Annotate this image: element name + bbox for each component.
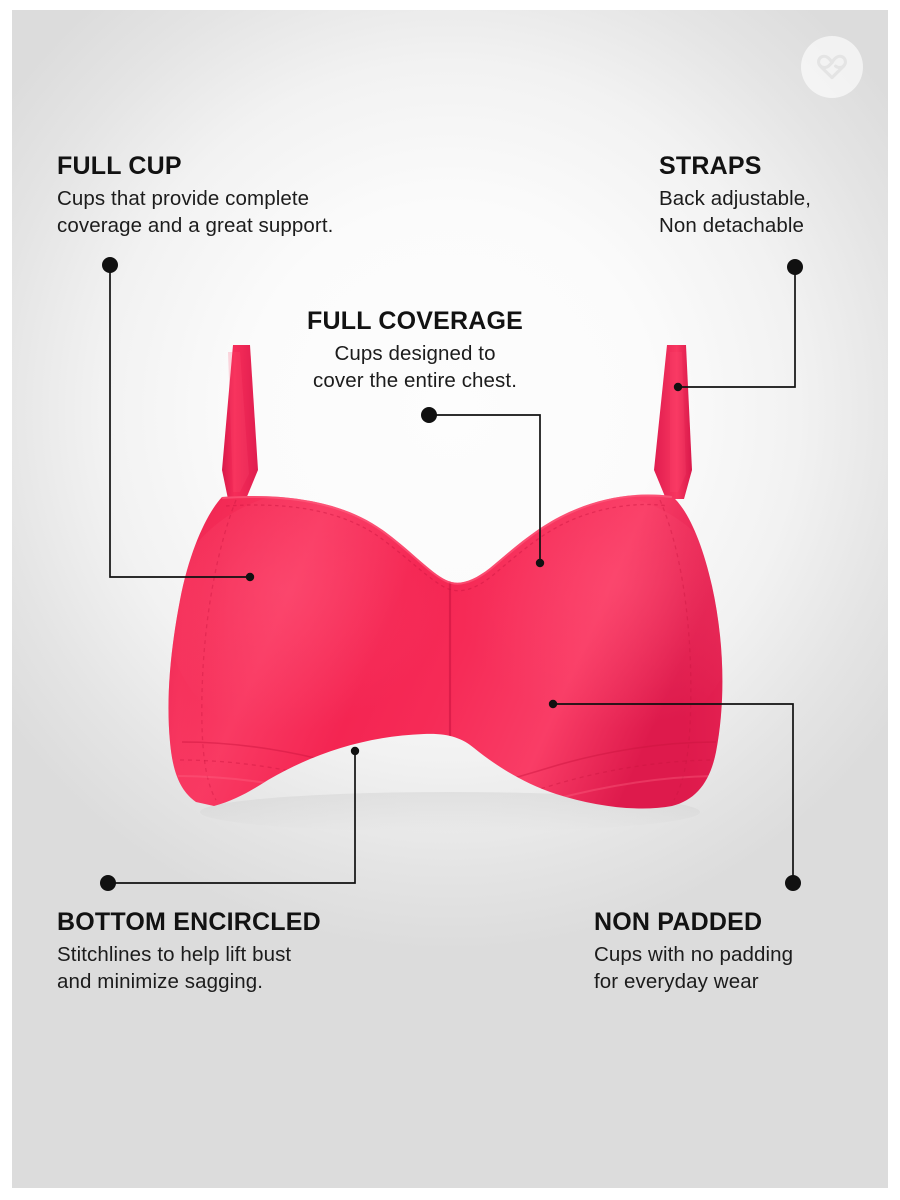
dot-bottom-encircled-target [350, 746, 360, 756]
dot-full-coverage-anchor [421, 407, 437, 423]
annotation-body: Back adjustable, Non detachable [659, 185, 811, 240]
annotation-body: Cups with no padding for everyday wear [594, 941, 793, 996]
annotation-full-coverage: FULL COVERAGE Cups designed to cover the… [307, 307, 523, 395]
annotation-title: BOTTOM ENCIRCLED [57, 908, 321, 936]
annotation-line: Back adjustable, [659, 187, 812, 210]
connector-non-padded [553, 703, 794, 883]
annotation-title: FULL COVERAGE [307, 307, 524, 335]
left-cup-sheen [168, 494, 468, 750]
annotation-non-padded: NON PADDED Cups with no padding for ever… [594, 908, 793, 996]
annotation-full-cup: FULL CUP Cups that provide complete cove… [57, 152, 333, 240]
connector-straps [678, 267, 796, 388]
dot-full-cup-target [245, 572, 255, 582]
product-shadow [200, 792, 700, 832]
annotation-line: Non detachable [659, 214, 805, 238]
right-cup-sheen [436, 494, 723, 752]
connector-bottom-encircled [108, 751, 356, 884]
annotation-body: Cups that provide complete coverage and … [57, 185, 333, 240]
dot-straps-anchor [787, 259, 803, 275]
annotation-bottom-encircled: BOTTOM ENCIRCLED Stitchlines to help lif… [57, 908, 321, 996]
annotation-line: cover the entire chest. [313, 369, 518, 393]
dot-non-padded-anchor [785, 875, 801, 891]
brand-logo-badge [801, 36, 863, 98]
dot-bottom-encircled-anchor [100, 875, 116, 891]
annotation-line: Cups with no padding [594, 943, 794, 966]
left-strap [222, 345, 258, 499]
annotation-line: coverage and a great support. [57, 214, 334, 238]
annotation-title: FULL CUP [57, 152, 182, 180]
dot-full-coverage-target [535, 558, 545, 568]
annotation-title: NON PADDED [594, 908, 763, 936]
connector-full-cup [109, 265, 250, 578]
annotation-line: Cups that provide complete [57, 187, 310, 210]
left-wing-seam [201, 499, 237, 801]
annotation-body: Cups designed to cover the entire chest. [307, 340, 523, 395]
connector-full-coverage [429, 414, 541, 563]
annotation-line: Stitchlines to help lift bust [57, 943, 292, 966]
annotation-line: for everyday wear [594, 970, 759, 994]
annotation-body: Stitchlines to help lift bust and minimi… [57, 941, 321, 996]
annotation-line: and minimize sagging. [57, 970, 264, 994]
annotation-straps: STRAPS Back adjustable, Non detachable [659, 152, 811, 240]
annotation-line: Cups designed to [334, 342, 496, 365]
dot-straps-target [673, 382, 683, 392]
annotation-title: STRAPS [659, 152, 762, 180]
right-wing-seam [659, 499, 692, 801]
dot-non-padded-target [548, 699, 558, 709]
left-strap-highlight [228, 352, 249, 492]
dot-full-cup-anchor [102, 257, 118, 273]
right-strap [654, 345, 692, 499]
neckline-stitch [225, 503, 669, 592]
infinity-heart-icon [817, 54, 847, 80]
